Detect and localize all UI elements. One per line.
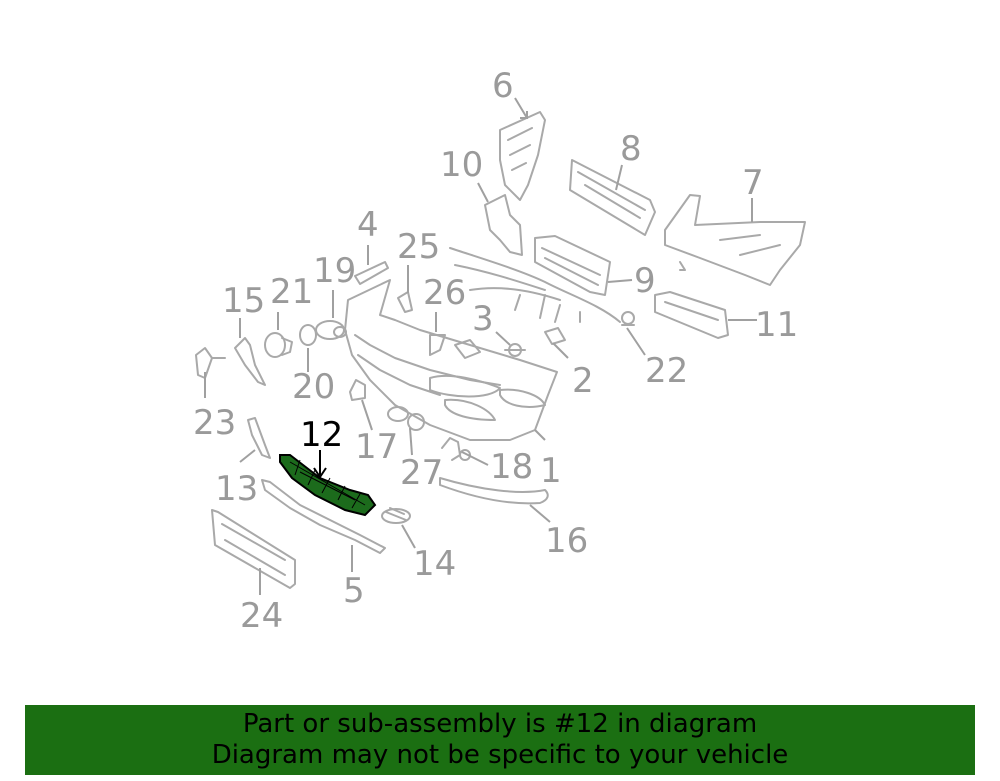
part-15-bracket (234, 337, 266, 386)
callout-labels: 1 2 3 4 5 6 7 8 9 10 11 12 13 14 15 16 1… (193, 66, 798, 636)
part-22-sensor (621, 311, 635, 326)
callout-3: 3 (472, 299, 494, 339)
banner-line-1: Part or sub-assembly is #12 in diagram (242, 709, 758, 739)
part-20-ring (299, 324, 317, 346)
leader-lines (204, 97, 757, 595)
part-2-clip (544, 327, 566, 345)
part-21-sensor (264, 332, 293, 358)
callout-24: 24 (240, 596, 283, 636)
callout-21: 21 (270, 272, 313, 312)
part-19-sensor-holder (315, 320, 347, 340)
part-25-harness (449, 247, 621, 323)
callout-26: 26 (423, 273, 466, 313)
part-6-bracket (499, 111, 546, 201)
part-17-clip (349, 379, 366, 401)
part-5-chrome-strip (261, 479, 386, 554)
callout-2: 2 (572, 361, 594, 401)
part-1-bumper-cover (344, 279, 558, 441)
callout-18: 18 (490, 447, 533, 487)
callout-15: 15 (222, 281, 265, 321)
part-3-screw (504, 343, 526, 357)
callout-10: 10 (440, 145, 483, 185)
part-13-trim (247, 417, 271, 459)
callout-9: 9 (634, 261, 656, 301)
callout-12: 12 (300, 415, 343, 455)
part-16-trim-strip (439, 477, 549, 505)
info-banner: Part or sub-assembly is #12 in diagram D… (25, 705, 975, 775)
callout-1: 1 (540, 451, 562, 491)
part-11-bracket (654, 291, 729, 339)
callout-23: 23 (193, 403, 236, 443)
callout-20: 20 (292, 367, 335, 407)
parts-diagram: 1 2 3 4 5 6 7 8 9 10 11 12 13 14 15 16 1… (193, 66, 806, 636)
callout-7: 7 (742, 163, 764, 203)
callout-11: 11 (755, 305, 798, 345)
callout-16: 16 (545, 521, 588, 561)
part-24-plate-bracket (211, 509, 296, 589)
part-18-connector (441, 437, 471, 461)
callout-14: 14 (413, 544, 456, 584)
part-4-clip (354, 261, 389, 285)
part-9-grille (534, 235, 611, 296)
part-23-bracket (195, 347, 226, 379)
part-27-fog-lamp (387, 406, 425, 431)
part-8-reinforcement (569, 159, 656, 236)
part-12-lower-grille (279, 454, 377, 517)
callout-22: 22 (645, 351, 688, 391)
banner-line-2: Diagram may not be specific to your vehi… (211, 740, 789, 770)
callout-5: 5 (343, 571, 365, 611)
part-7-absorber (664, 194, 806, 286)
callout-27: 27 (400, 453, 443, 493)
callout-4: 4 (357, 205, 379, 245)
callout-13: 13 (215, 469, 258, 509)
part-26-bracket (429, 334, 481, 359)
callout-6: 6 (492, 66, 514, 106)
callout-8: 8 (620, 129, 642, 169)
callout-25: 25 (397, 227, 440, 267)
callout-17: 17 (355, 427, 398, 467)
part-10-bracket (484, 194, 523, 256)
part-19-clip (397, 291, 413, 313)
part-14-grille-insert (381, 507, 411, 524)
callout-19: 19 (313, 251, 356, 291)
